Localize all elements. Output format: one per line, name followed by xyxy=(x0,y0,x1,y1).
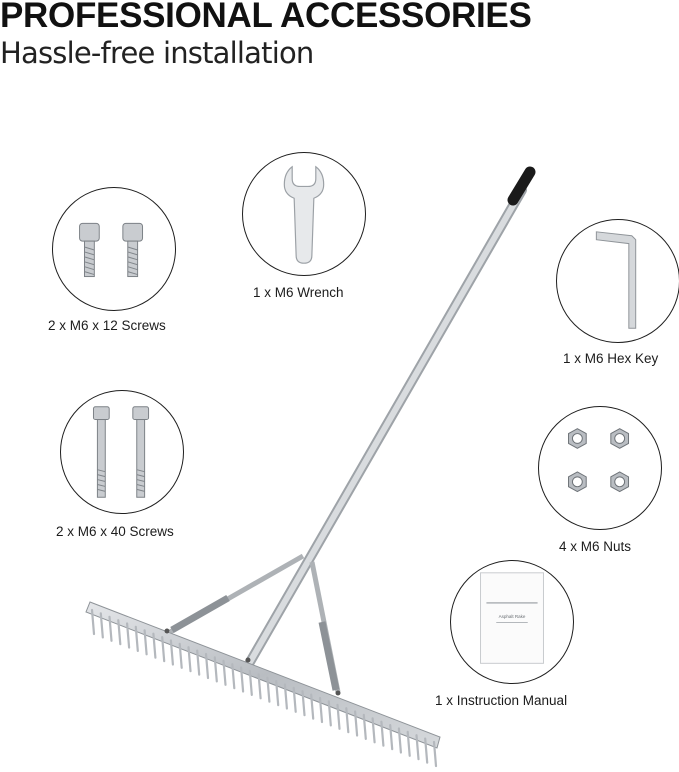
rake-tooth xyxy=(178,642,183,669)
rake-tooth xyxy=(336,703,341,730)
rake-tooth xyxy=(222,659,227,686)
nuts-label: 4 x M6 Nuts xyxy=(559,539,632,554)
manual-thumbnail: Asphalt Rake xyxy=(450,560,574,684)
long-screws-icon xyxy=(92,406,150,498)
hex-key-thumbnail xyxy=(556,219,679,343)
short-screws-icon xyxy=(79,222,144,278)
wrench-thumbnail xyxy=(242,152,366,276)
rake-tooth xyxy=(248,669,253,697)
rake-tooth xyxy=(196,649,201,676)
long-screws-label: 2 x M6 x 40 Screws xyxy=(56,524,174,539)
manual-cover-title: Asphalt Rake xyxy=(499,614,526,619)
rake-tooth xyxy=(283,683,288,710)
rake-tooth xyxy=(99,612,104,639)
rake-tooth xyxy=(117,619,122,646)
rake-tooth xyxy=(187,646,192,673)
wrench-label: 1 x M6 Wrench xyxy=(253,285,344,300)
rake-tooth xyxy=(424,737,429,764)
rake-tooth xyxy=(318,696,324,724)
rake-tooth xyxy=(161,635,166,663)
rake-tooth xyxy=(406,730,411,757)
rake-tooth xyxy=(389,723,394,751)
short-screws-label: 2 x M6 x 12 Screws xyxy=(48,318,166,333)
nuts-icon xyxy=(568,428,630,493)
short-screws-thumbnail xyxy=(52,187,176,311)
rake-tooth xyxy=(275,679,280,707)
manual-label: 1 x Instruction Manual xyxy=(435,693,568,708)
hex-key-label: 1 x M6 Hex Key xyxy=(563,351,659,366)
rake-tooth xyxy=(108,615,113,642)
wrench-icon xyxy=(283,165,325,264)
rake-tooth xyxy=(327,700,332,727)
rake-tooth xyxy=(266,676,271,703)
rake-tooth xyxy=(240,666,245,693)
rake-tooth xyxy=(143,629,148,656)
hex-key-icon xyxy=(595,231,637,329)
rake-tooth xyxy=(380,720,385,747)
rake-tooth xyxy=(152,632,157,659)
rake-tooth xyxy=(204,652,210,680)
rake-tooth xyxy=(125,622,131,649)
long-screws-thumbnail xyxy=(60,390,184,514)
rake-tooth xyxy=(213,656,218,683)
manual-icon: Asphalt Rake xyxy=(480,572,544,664)
rake-tooth xyxy=(397,727,402,754)
rake-tooth xyxy=(432,740,438,768)
rake-tooth xyxy=(362,713,367,741)
rake-tooth xyxy=(371,717,376,744)
rake-tooth xyxy=(134,625,139,653)
rake-tooth xyxy=(301,690,306,717)
rake-tooth xyxy=(292,686,297,713)
rake-tooth xyxy=(257,673,262,700)
rake-tooth xyxy=(90,608,96,636)
rake-tooth xyxy=(310,693,315,720)
page-title: PROFESSIONAL ACCESSORIES xyxy=(0,0,532,35)
nuts-thumbnail xyxy=(538,406,662,530)
rake-tooth xyxy=(415,734,420,761)
rake-tooth xyxy=(231,663,236,690)
rake-tooth xyxy=(169,639,174,666)
page-subtitle: Hassle-free installation xyxy=(0,36,314,70)
rake-tooth xyxy=(345,707,350,734)
rake-tooth xyxy=(354,710,359,737)
